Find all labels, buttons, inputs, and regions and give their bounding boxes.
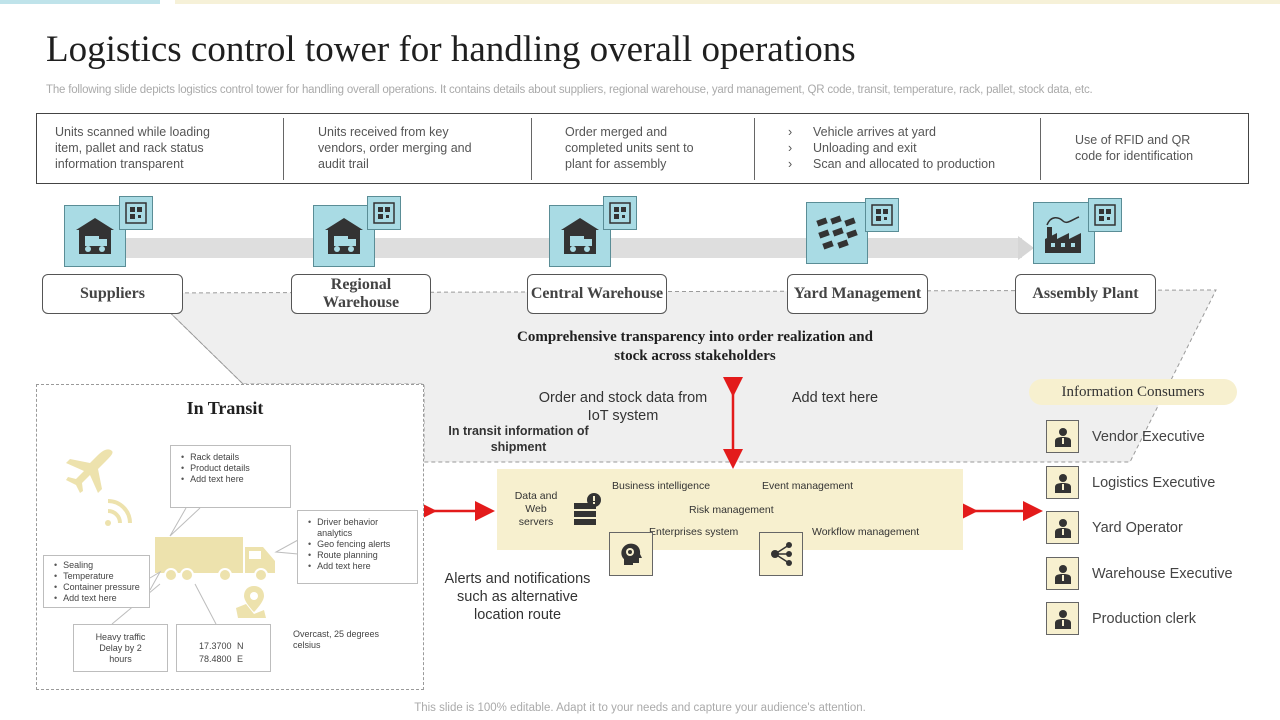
risk-management-label: Risk management [689,504,774,516]
list-item: Add text here [308,561,411,572]
traffic-callout: Heavy traffic Delay by 2 hours [73,624,168,672]
bullet: › [788,125,793,139]
person-icon [1046,557,1079,590]
order-stock-text: Order and stock data from IoT system [538,390,708,424]
qr-code-icon [119,196,153,230]
description-suppliers: Units scanned while loading item, pallet… [55,125,210,171]
event-management-label: Event management [762,480,854,492]
alerts-text: Alerts and notifications such as alterna… [444,571,591,623]
list-item: Product details [181,463,284,474]
information-consumers-title: Information Consumers [1029,379,1237,405]
description-assembly: Use of RFID and QR code for identificati… [1075,133,1194,163]
consumer-warehouse-executive: Warehouse Executive [1092,566,1233,582]
process-arrow-head [1018,236,1034,260]
callout-sealing: Sealing Temperature Container pressure A… [43,555,150,608]
list-item: Temperature [54,571,143,582]
in-transit-title: In Transit [186,398,264,418]
consumer-vendor-executive: Vendor Executive [1092,429,1205,445]
callout-rack-details: Rack details Product details Add text he… [170,445,291,508]
bullet: › [788,157,793,171]
coordinates-callout: 17.3700 N 78.4800 E [176,624,271,672]
description-divider [531,118,532,180]
description-divider [754,118,755,180]
stage-regional-warehouse: Regional Warehouse [291,274,431,314]
data-web-servers-label: Data and Web servers [514,490,558,528]
factory-icon [1033,202,1095,264]
stage-yard-management: Yard Management [787,274,928,314]
list-item: Sealing [54,560,143,571]
truck-icon [153,533,277,588]
core-systems-box [497,469,963,550]
consumer-logistics-executive: Logistics Executive [1092,475,1216,491]
consumer-yard-operator: Yard Operator [1092,520,1183,536]
list-item: Rack details [181,452,284,463]
consumer-production-clerk: Production clerk [1092,611,1196,627]
head-gear-icon [609,532,653,576]
workflow-management-label: Workflow management [812,526,920,538]
qr-code-icon [1088,198,1122,232]
list-item: Geo fencing alerts [308,539,411,550]
person-icon [1046,511,1079,544]
trucks-yard-icon [806,202,868,264]
weather-text: Overcast, 25 degrees celsius [293,629,380,650]
person-icon [1046,466,1079,499]
airplane-icon [64,447,116,500]
list-item: Add text here [54,593,143,604]
description-central: Order merged and completed units sent to… [565,125,694,171]
stage-suppliers: Suppliers [42,274,183,314]
description-divider [1040,118,1041,180]
qr-code-icon [865,198,899,232]
description-yard: ›Vehicle arrives at yard ›Unloading and … [788,125,996,171]
top-accent-bar-left [0,0,160,4]
add-text-label: Add text here [791,390,879,406]
stage-assembly-plant: Assembly Plant [1015,274,1156,314]
network-nodes-icon [759,532,803,576]
in-transit-info-label: In transit information of shipment [448,424,589,454]
list-item: Add text here [181,474,284,485]
description-regional: Units received from key vendors, order m… [318,125,472,171]
page-title: Logistics control tower for handling ove… [46,29,856,70]
wifi-signal-icon [100,491,140,536]
list-item: Route planning [308,550,411,561]
enterprises-system-label: Enterprises system [649,526,739,538]
transparency-banner: Comprehensive transparency into order re… [517,329,873,364]
list-item: Container pressure [54,582,143,593]
list-item: Driver behavior analytics [308,517,411,539]
footer-note: This slide is 100% editable. Adapt it to… [414,702,866,714]
page-subtitle: The following slide depicts logistics co… [46,84,1093,96]
warehouse-truck-icon [549,205,611,267]
stage-central-warehouse: Central Warehouse [527,274,667,314]
location-pin-icon [234,584,270,625]
qr-code-icon [603,196,637,230]
qr-code-icon [367,196,401,230]
bullet: › [788,141,793,155]
person-icon [1046,420,1079,453]
description-divider [283,118,284,180]
server-alert-icon [572,491,606,534]
description-box [36,113,1249,184]
business-intelligence-label: Business intelligence [612,480,711,492]
callout-driver-analytics: Driver behavior analytics Geo fencing al… [297,510,418,584]
warehouse-truck-icon [64,205,126,267]
top-accent-bar-right [175,0,1280,4]
person-icon [1046,602,1079,635]
warehouse-truck-icon [313,205,375,267]
